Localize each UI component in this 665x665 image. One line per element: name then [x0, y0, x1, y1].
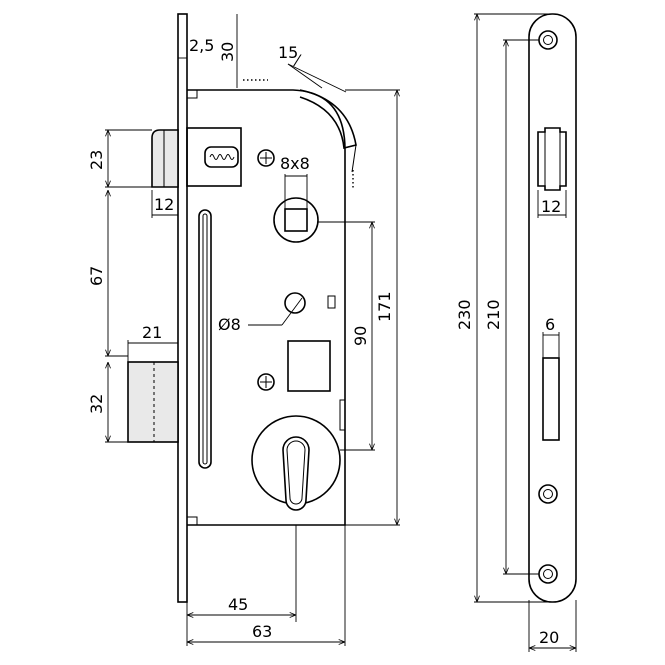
dim-case-height: 171 — [375, 291, 394, 322]
dim-bolt-projection: 21 — [142, 323, 162, 342]
front-dimensions: 230 210 12 6 20 — [455, 13, 577, 652]
spring-arm-end — [343, 144, 357, 173]
spring-coil — [209, 154, 235, 160]
dim-latch-projection: 12 — [154, 195, 174, 214]
case-notch — [339, 399, 345, 431]
dim-case-depth: 63 — [252, 622, 272, 641]
side-dimensions: 2,5 30 15 ⁄ 23 12 8x8 67 21 32 — [87, 14, 400, 646]
latch-bolt — [151, 129, 179, 188]
front-view — [528, 13, 577, 603]
side-view — [127, 13, 357, 603]
dim-spindle-to-cylinder: 90 — [351, 326, 370, 346]
dim-angle-mark: ⁄ — [293, 51, 302, 70]
dead-bolt — [127, 361, 179, 443]
spindle-square — [284, 208, 308, 232]
square-block — [287, 340, 331, 392]
dim-bolt-slot-width: 6 — [545, 315, 555, 334]
lock-case — [187, 89, 346, 526]
dim-faceplate-width: 20 — [539, 628, 559, 647]
dim-top-offset: 30 — [218, 42, 237, 62]
bolt-slot — [542, 357, 560, 441]
dim-angle: 15 — [278, 43, 298, 62]
vertical-slot — [198, 209, 212, 469]
front-hole-middle — [538, 484, 558, 504]
dim-faceplate-thickness: 2,5 — [189, 36, 214, 55]
dim-hole-diameter: Ø8 — [218, 315, 241, 334]
screw-top — [257, 149, 275, 167]
dim-faceplate-height: 230 — [455, 299, 474, 330]
faceplate-side — [177, 13, 188, 603]
latch-slot — [537, 127, 567, 191]
cylinder-profile-inner — [286, 440, 306, 505]
dim-latch-to-lever: 67 — [87, 266, 106, 286]
top-tab — [186, 89, 198, 99]
screw-bottom — [257, 373, 275, 391]
front-hole-bottom — [538, 564, 558, 584]
faceplate-front — [528, 13, 577, 603]
dim-latch-height: 23 — [87, 150, 106, 170]
dim-spindle-square: 8x8 — [280, 154, 310, 173]
dim-latch-slot-width: 12 — [541, 197, 561, 216]
small-slot — [327, 295, 336, 309]
front-hole-top — [538, 30, 558, 50]
dim-hole-spacing: 210 — [484, 299, 503, 330]
latch-body — [186, 127, 242, 187]
spring-arm — [299, 89, 357, 149]
mounting-hole — [284, 292, 306, 314]
dim-bolt-height: 32 — [87, 394, 106, 414]
vertical-slot-inner — [202, 213, 208, 465]
spindle-hub — [273, 197, 319, 243]
bottom-tab — [186, 516, 198, 526]
dim-backset: 45 — [228, 595, 248, 614]
